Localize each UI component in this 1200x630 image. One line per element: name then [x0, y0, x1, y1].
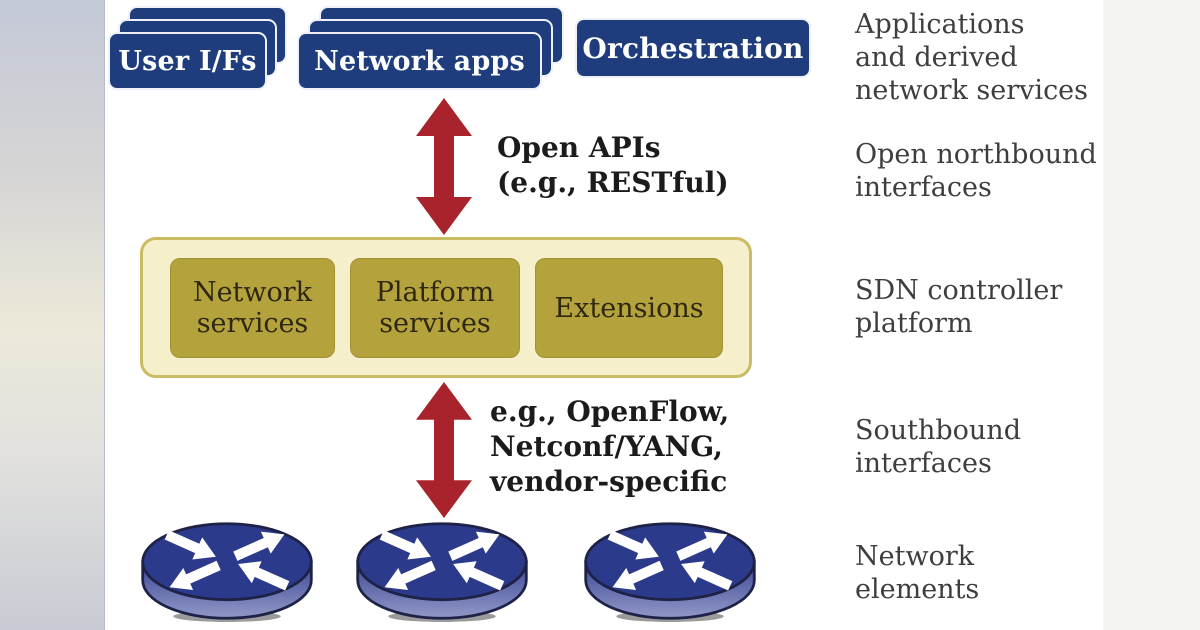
- southbound-arrow-icon: [416, 382, 472, 518]
- label-line: Southbound: [855, 415, 1021, 446]
- label-line: elements: [855, 574, 980, 605]
- label-line: Network: [855, 541, 975, 572]
- orchestration-label: Orchestration: [582, 31, 804, 65]
- label-line: Network: [192, 277, 313, 308]
- label-line: (e.g., RESTful): [497, 166, 729, 199]
- label-line: and derived: [855, 42, 1018, 73]
- side-label-elements: Network elements: [855, 540, 979, 606]
- label-line: Open APIs: [497, 131, 661, 164]
- platform-services-box: Platform services: [350, 258, 520, 358]
- side-label-applications: Applications and derived network service…: [855, 8, 1088, 107]
- label-line: e.g., OpenFlow,: [490, 395, 730, 428]
- label-line: SDN controller: [855, 275, 1063, 306]
- label-line: services: [379, 308, 491, 339]
- network-apps-label: Network apps: [314, 45, 525, 77]
- label-line: Netconf/YANG,: [490, 430, 723, 463]
- label-line: Open northbound: [855, 139, 1097, 170]
- extensions-box: Extensions: [535, 258, 723, 358]
- label-line: Applications: [855, 9, 1025, 40]
- side-label-controller: SDN controller platform: [855, 274, 1062, 340]
- label-line: platform: [855, 308, 973, 339]
- user-ifs-box: User I/Fs: [108, 32, 267, 90]
- side-label-southbound: Southbound interfaces: [855, 414, 1021, 480]
- southbound-label: e.g., OpenFlow, Netconf/YANG, vendor-spe…: [490, 394, 729, 499]
- label-line: Extensions: [554, 292, 704, 324]
- northbound-arrow-icon: [416, 98, 472, 235]
- router-icon: [582, 519, 758, 623]
- orchestration-box: Orchestration: [575, 18, 811, 78]
- label-line: vendor-specific: [490, 465, 728, 498]
- network-services-box: Network services: [170, 258, 335, 358]
- label-line: interfaces: [855, 448, 992, 479]
- label-line: Platform: [375, 277, 495, 308]
- router-icon: [354, 519, 530, 623]
- background-left-strip: [0, 0, 105, 630]
- side-label-northbound: Open northbound interfaces: [855, 138, 1097, 204]
- label-line: interfaces: [855, 172, 992, 203]
- northbound-label: Open APIs (e.g., RESTful): [497, 130, 729, 200]
- router-icon: [139, 519, 315, 623]
- label-line: network services: [855, 75, 1089, 106]
- user-ifs-label: User I/Fs: [118, 45, 257, 77]
- network-apps-box: Network apps: [297, 32, 542, 90]
- background-right-strip: [1103, 0, 1200, 630]
- label-line: services: [196, 308, 309, 339]
